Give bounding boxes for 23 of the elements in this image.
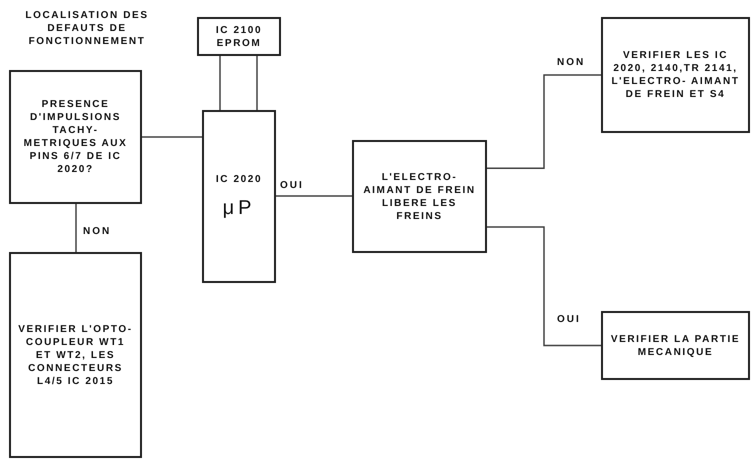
box-text: VERIFIER LES IC 2020, 2140,TR 2141, L'ELECTRO- AIMANT DE FREIN ET S4 [610, 49, 741, 101]
connector-line [487, 74, 601, 169]
process-box [9, 70, 142, 204]
process-box [601, 17, 750, 133]
process-box [9, 252, 142, 458]
connector-line [276, 195, 352, 197]
diagram-title: LOCALISATION DES DEFAUTS DE FONCTIONNEMENT [24, 9, 150, 48]
box-text: IC 2020 [216, 173, 262, 186]
box-text: L'ELECTRO- AIMANT DE FREIN LIBERE LES FREINS [362, 170, 477, 222]
process-box [202, 110, 276, 283]
process-box [601, 311, 750, 380]
process-box [197, 17, 281, 56]
box-text: IC 2100 EPROM [214, 24, 264, 50]
connector-line [219, 56, 221, 110]
box-text: PRESENCE D'IMPULSIONS TACHY- METRIQUES AUX PINS 6/7 DE IC 2020? [22, 98, 128, 176]
symbol-text: μP [222, 196, 256, 220]
connector-line [142, 136, 202, 138]
box-text: VERIFIER L'OPTO- COUPLEUR WT1 ET WT2, LES CONNECTEURS L4/5 IC 2015 [17, 322, 134, 388]
process-box [352, 140, 487, 253]
connector-line [256, 56, 258, 110]
box-text: VERIFIER LA PARTIE MECANIQUE [610, 332, 742, 358]
connector-line [487, 226, 601, 346]
connector-line [75, 204, 77, 252]
